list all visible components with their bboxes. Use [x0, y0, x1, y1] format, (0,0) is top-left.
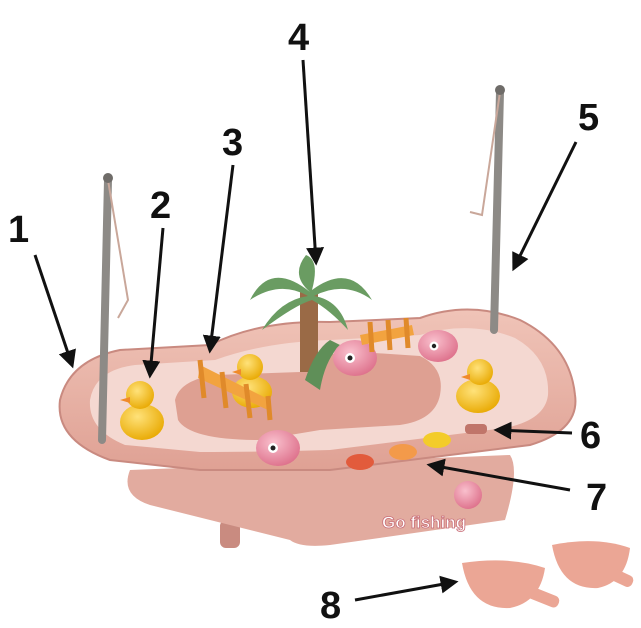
yellow-button[interactable] — [423, 432, 451, 448]
arrow-8 — [355, 582, 455, 600]
rod-left-reel-icon — [103, 173, 113, 183]
callout-number-7: 7 — [586, 477, 607, 519]
callout-number-8: 8 — [320, 585, 341, 627]
orange-button[interactable] — [389, 444, 417, 460]
fishing-net-right — [552, 541, 635, 588]
fish-3 — [256, 430, 300, 466]
callout-number-5: 5 — [578, 97, 599, 139]
callout-number-3: 3 — [222, 122, 243, 164]
red-button[interactable] — [346, 454, 374, 470]
callout-number-4: 4 — [288, 17, 309, 59]
fishing-net-left — [462, 560, 561, 609]
rod-right-reel-icon — [495, 85, 505, 95]
logo-fish-icon — [454, 481, 482, 509]
arrow-1 — [35, 255, 72, 365]
power-switch[interactable] — [465, 424, 487, 434]
callout-number-1: 1 — [8, 209, 29, 251]
arrow-5 — [514, 142, 576, 268]
fish-2 — [418, 330, 458, 362]
callout-number-6: 6 — [580, 415, 601, 457]
callout-number-2: 2 — [150, 185, 171, 227]
arrow-3 — [210, 165, 233, 350]
arrow-4 — [303, 60, 316, 262]
fishing-rod-right — [470, 85, 505, 330]
rod-left-line — [108, 180, 128, 318]
logo-text: Go fishing — [382, 513, 466, 532]
